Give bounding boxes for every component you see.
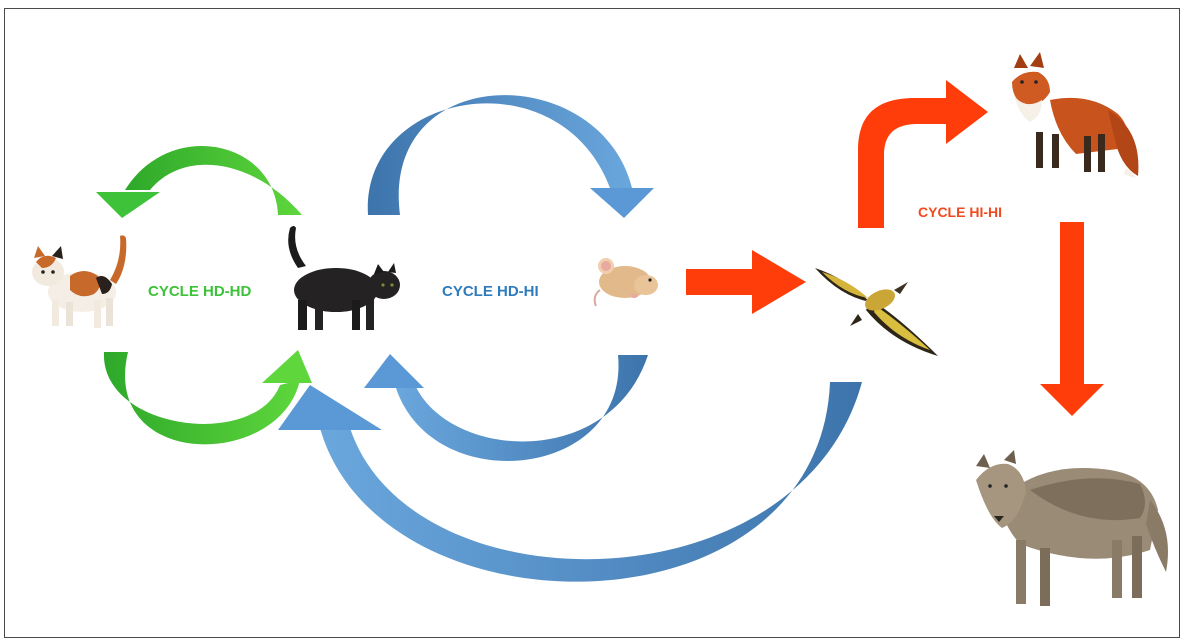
mouse-illustration: [593, 258, 658, 307]
arrow-hdhi-bottom: [364, 354, 648, 461]
arrow-hdhd-top: [96, 145, 302, 218]
black-cat-illustration: [288, 226, 400, 330]
fox-illustration: [1012, 52, 1139, 178]
arrow-hdhi-top: [367, 95, 654, 218]
calico-cat-illustration: [32, 235, 127, 328]
cycle-hi-hi-label: CYCLE HI-HI: [918, 204, 1002, 220]
cycle-hd-hd-label: CYCLE HD-HD: [148, 283, 252, 300]
arrow-bird-to-cat: [278, 382, 862, 582]
wolf-illustration: [976, 450, 1168, 606]
cycle-hd-hi-label: CYCLE HD-HI: [442, 283, 539, 300]
arrow-bird-to-fox: [858, 80, 988, 228]
bird-illustration: [815, 268, 938, 356]
arrow-mouse-to-bird: [686, 250, 806, 314]
arrow-fox-to-wolf: [1040, 222, 1104, 416]
arrow-hdhd-bottom: [103, 350, 312, 445]
